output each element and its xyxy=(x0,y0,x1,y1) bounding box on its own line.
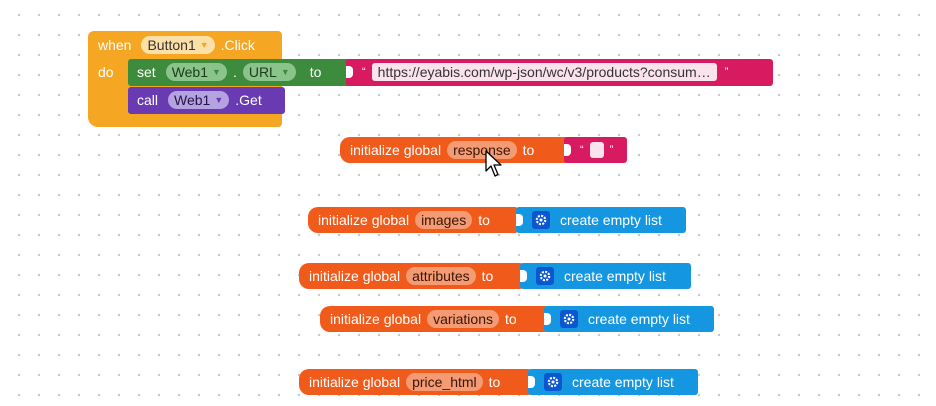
method-name: .Get xyxy=(235,92,262,108)
initialize-global-label: initialize global xyxy=(330,311,422,327)
chevron-down-icon: ▼ xyxy=(214,95,224,105)
property-dropdown-url[interactable]: URL ▼ xyxy=(242,63,296,81)
do-label: do xyxy=(98,64,114,80)
initialize-global-price-html-block[interactable]: initialize global price_html to xyxy=(299,369,531,395)
create-empty-list-label: create empty list xyxy=(572,374,674,390)
initialize-global-attributes-block[interactable]: initialize global attributes to xyxy=(299,263,523,289)
to-label: to xyxy=(309,64,322,80)
initialize-global-variations-block[interactable]: initialize global variations to xyxy=(320,306,548,332)
variable-name-response[interactable]: response xyxy=(447,141,517,159)
call-web1-get-block[interactable]: call Web1 ▼ .Get xyxy=(128,87,285,114)
initialize-global-response-block[interactable]: initialize global response to xyxy=(340,137,572,163)
create-empty-list-block[interactable]: create empty list xyxy=(544,306,714,332)
gear-icon[interactable] xyxy=(532,211,550,229)
initialize-global-label: initialize global xyxy=(350,142,442,158)
to-label: to xyxy=(504,311,517,327)
create-empty-list-label: create empty list xyxy=(588,311,690,327)
chevron-down-icon: ▼ xyxy=(199,40,209,50)
set-label: set xyxy=(137,64,156,80)
input-connector xyxy=(516,214,523,226)
variable-name-price-html[interactable]: price_html xyxy=(406,373,483,391)
component-name: Web1 xyxy=(174,92,211,108)
when-label: when xyxy=(98,37,132,53)
close-quote-icon: ” xyxy=(724,66,729,78)
mouse-cursor-icon xyxy=(485,150,502,177)
close-quote-icon: ” xyxy=(609,144,614,156)
open-quote-icon: “ xyxy=(362,66,366,78)
component-dropdown-web1[interactable]: Web1 ▼ xyxy=(168,91,230,109)
create-empty-list-block[interactable]: create empty list xyxy=(528,369,698,395)
gear-icon[interactable] xyxy=(544,373,562,391)
initialize-global-label: initialize global xyxy=(309,268,401,284)
set-web1-url-block[interactable]: set Web1 ▼ . URL ▼ to xyxy=(128,59,354,86)
component-dropdown-button1[interactable]: Button1 ▼ xyxy=(141,36,215,54)
create-empty-list-block[interactable]: create empty list xyxy=(520,263,691,289)
input-connector xyxy=(520,270,527,282)
empty-text-field[interactable] xyxy=(589,142,604,158)
variable-name-images[interactable]: images xyxy=(415,211,473,229)
call-label: call xyxy=(137,92,159,108)
dot-label: . xyxy=(232,64,237,80)
variable-name-attributes[interactable]: attributes xyxy=(406,267,476,285)
input-connector xyxy=(346,66,353,78)
initialize-global-label: initialize global xyxy=(309,374,401,390)
chevron-down-icon: ▼ xyxy=(212,67,221,77)
input-connector xyxy=(528,376,535,388)
initialize-global-label: initialize global xyxy=(318,212,410,228)
variable-name-variations[interactable]: variations xyxy=(427,310,499,328)
component-name: Web1 xyxy=(171,64,209,80)
open-quote-icon: “ xyxy=(580,144,584,156)
component-name: Button1 xyxy=(147,37,196,53)
gear-icon[interactable] xyxy=(560,310,578,328)
chevron-down-icon: ▼ xyxy=(280,67,290,77)
url-text-block[interactable]: “ https://eyabis.com/wp-json/wc/v3/produ… xyxy=(346,59,773,86)
to-label: to xyxy=(481,268,494,284)
component-dropdown-web1[interactable]: Web1 ▼ xyxy=(165,63,227,81)
to-label: to xyxy=(478,212,490,228)
create-empty-list-label: create empty list xyxy=(560,212,662,228)
initialize-global-images-block[interactable]: initialize global images to xyxy=(308,207,518,233)
empty-text-block[interactable]: “ ” xyxy=(564,137,627,163)
event-name: .Click xyxy=(220,37,255,53)
create-empty-list-label: create empty list xyxy=(564,268,666,284)
create-empty-list-block[interactable]: create empty list xyxy=(516,207,686,233)
gear-icon[interactable] xyxy=(536,267,554,285)
to-label: to xyxy=(488,374,501,390)
url-text-field[interactable]: https://eyabis.com/wp-json/wc/v3/product… xyxy=(371,63,717,81)
to-label: to xyxy=(522,142,535,158)
input-connector xyxy=(544,313,551,325)
input-connector xyxy=(564,144,571,156)
property-name: URL xyxy=(248,64,277,80)
